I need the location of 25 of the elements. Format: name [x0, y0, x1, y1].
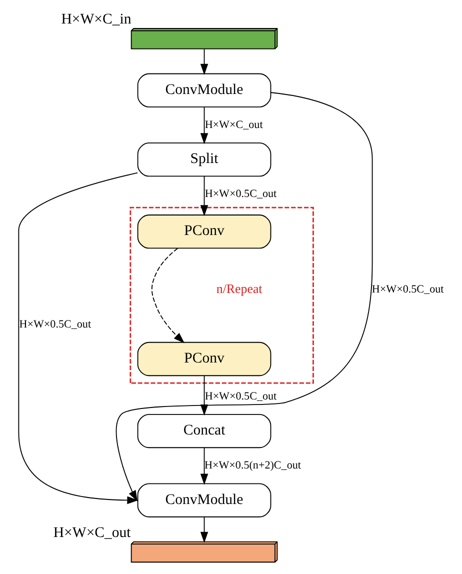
arrow: [200, 106, 208, 144]
node-label: n/Repeat: [216, 281, 262, 296]
node-label: H×W×C_out: [52, 525, 130, 542]
arrow: [200, 48, 208, 75]
node-box: ConvModule: [136, 483, 271, 518]
edge-label: H×W×0.5(n+2)C_out: [204, 460, 300, 472]
arrow: [200, 375, 208, 416]
node-box: Split: [136, 142, 271, 177]
arrow: [150, 248, 184, 344]
node-box: PConv: [136, 214, 271, 249]
arrow: [200, 447, 208, 485]
node-box: PConv: [136, 342, 271, 376]
arrow: [200, 176, 208, 216]
cluster: [129, 206, 314, 384]
arrow: [18, 172, 138, 504]
edge-label: H×W×0.5C_out: [204, 390, 276, 402]
node-box: ConvModule: [136, 73, 271, 108]
arrow: [200, 516, 208, 544]
node-label: H×W×C_in: [60, 12, 131, 28]
edge-label: H×W×0.5C_out: [204, 188, 276, 200]
edge-label: H×W×0.5C_out: [18, 318, 91, 330]
edge-label: H×W×C_out: [204, 118, 262, 131]
node-box: Concat: [136, 414, 271, 448]
arrow: [115, 92, 372, 502]
edge-label: H×W×0.5C_out: [371, 284, 444, 296]
